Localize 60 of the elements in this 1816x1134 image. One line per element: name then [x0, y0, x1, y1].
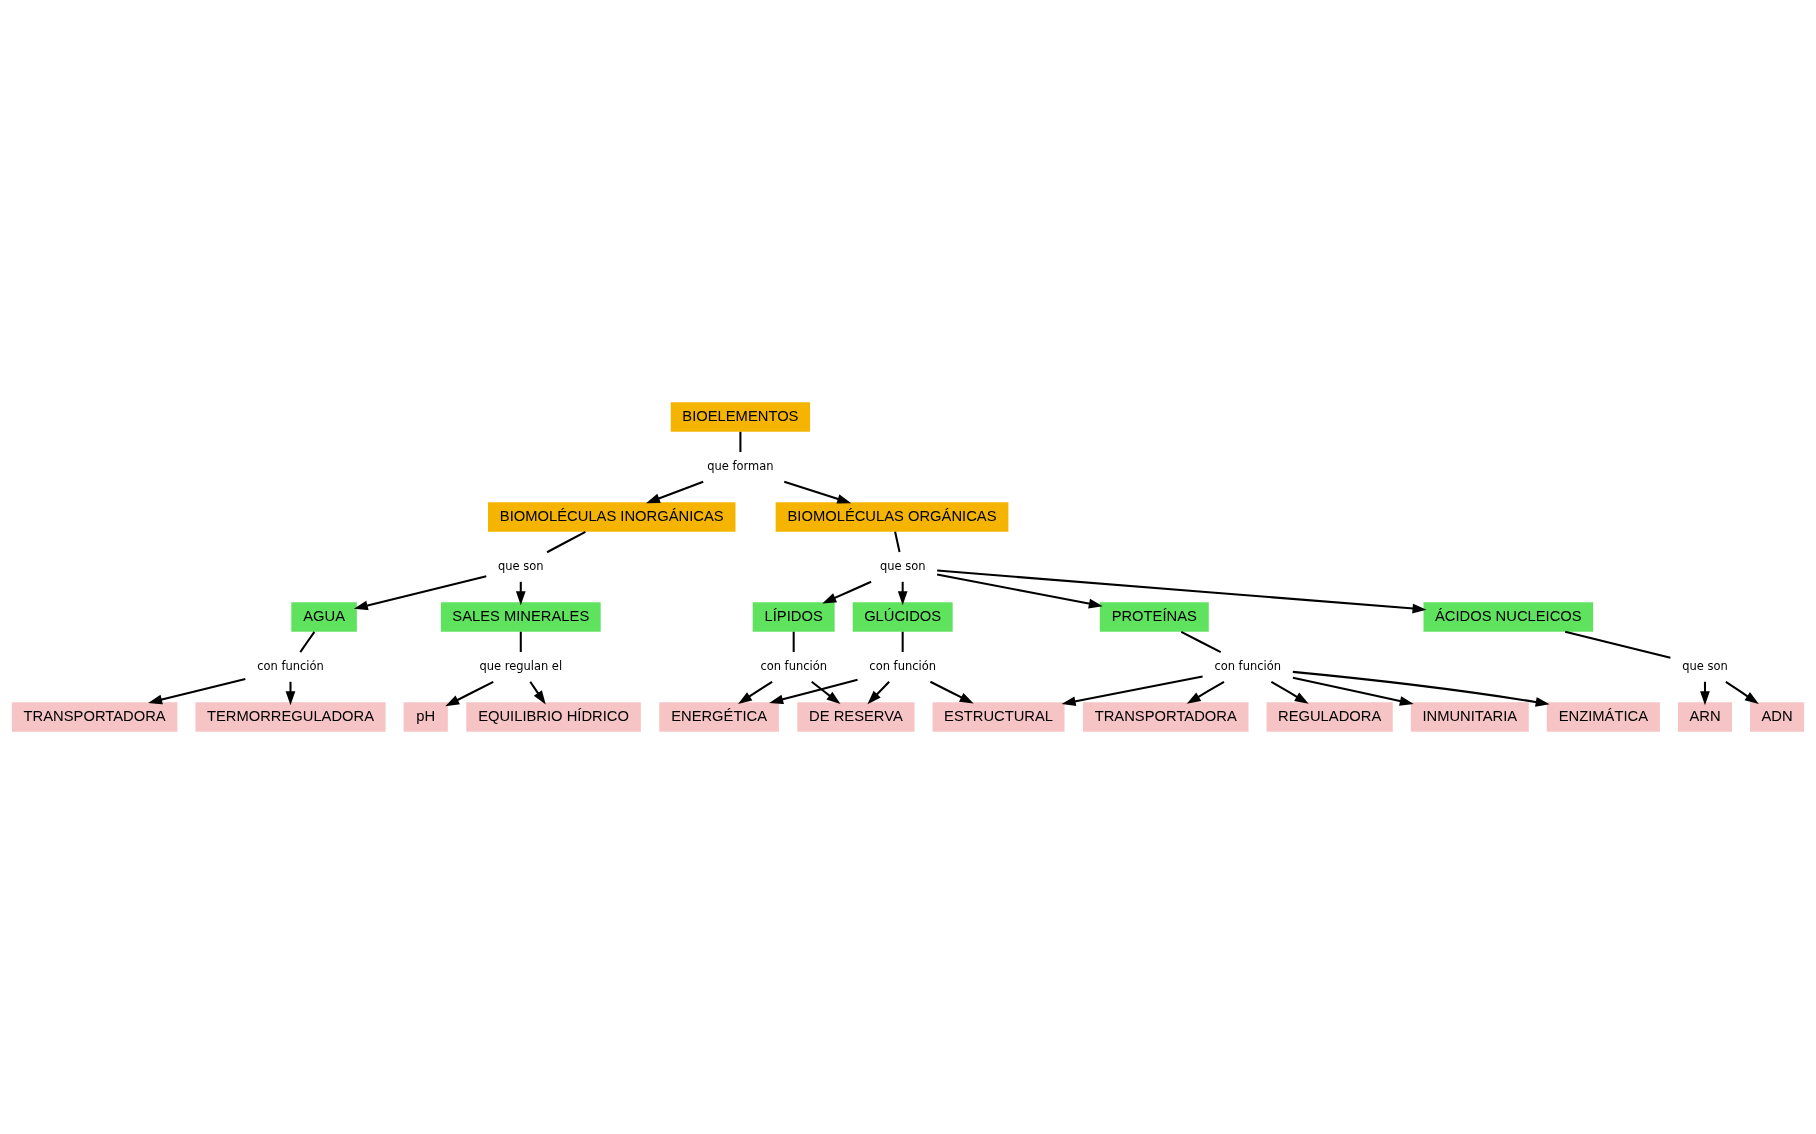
node-box: TRANSPORTADORA: [1082, 702, 1249, 732]
arrow: [929, 680, 974, 704]
arrow: [738, 680, 773, 704]
arrow: [1061, 675, 1203, 707]
arrow: [148, 677, 246, 705]
node-box: AGUA: [291, 602, 357, 632]
node-box: BIOMOLÉCULAS ORGÁNICAS: [775, 502, 1009, 532]
connector: [1564, 630, 1671, 659]
node-box: BIOELEMENTOS: [670, 402, 811, 432]
node-box: LÍPIDOS: [752, 602, 835, 632]
arrow: [769, 678, 858, 705]
arrow: [936, 573, 1103, 609]
arrow: [783, 480, 852, 504]
node-box: TERMORREGULADORA: [195, 702, 386, 732]
node-text: con función: [869, 659, 936, 674]
node-box: SALES MINERALES: [440, 602, 601, 632]
arrow: [1725, 680, 1759, 704]
connector: [546, 530, 586, 554]
node-box: REGULADORA: [1266, 702, 1393, 732]
arrow: [285, 681, 296, 706]
arrow: [822, 580, 872, 604]
node-text: con función: [257, 659, 324, 674]
node-box: ÁCIDOS NUCLEICOS: [1423, 602, 1594, 632]
arrow: [1292, 676, 1414, 706]
node-box: pH: [403, 702, 448, 732]
node-box: DE RESERVA: [797, 702, 915, 732]
node-text: que forman: [707, 459, 774, 474]
node-box: ADN: [1750, 702, 1805, 732]
node-box: EQUILIBRIO HÍDRICO: [466, 702, 641, 732]
connector: [519, 631, 522, 653]
arrow: [937, 569, 1427, 614]
connector: [1180, 630, 1222, 654]
arrow: [1186, 680, 1225, 704]
arrow: [1292, 670, 1550, 707]
node-box: ESTRUCTURAL: [932, 702, 1065, 732]
arrow: [645, 480, 704, 504]
node-text: que son: [879, 559, 926, 574]
node-box: TRANSPORTADORA: [11, 702, 178, 732]
node-text: con función: [1214, 659, 1281, 674]
connector: [894, 531, 901, 553]
node-box: ENZIMÁTICA: [1546, 702, 1660, 732]
node-box: BIOMOLÉCULAS INORGÁNICAS: [488, 502, 736, 532]
arrow: [811, 681, 841, 705]
node-text: con función: [760, 659, 827, 674]
arrow: [867, 681, 890, 705]
connector: [901, 631, 904, 653]
node-text: que son: [1682, 659, 1728, 674]
connector: [739, 431, 742, 453]
node-text: que regulan el: [479, 659, 563, 674]
connector: [299, 631, 316, 653]
connector: [792, 631, 795, 653]
arrow: [445, 680, 494, 707]
node-box: PROTEÍNAS: [1099, 602, 1209, 632]
node-box: GLÚCIDOS: [852, 602, 953, 632]
node-box: INMUNITARIA: [1410, 702, 1529, 732]
node-box: ARN: [1677, 702, 1732, 732]
node-text: que son: [498, 559, 544, 574]
arrow: [1270, 680, 1309, 704]
node-box: ENERGÉTICA: [659, 702, 779, 732]
arrow: [353, 575, 487, 611]
